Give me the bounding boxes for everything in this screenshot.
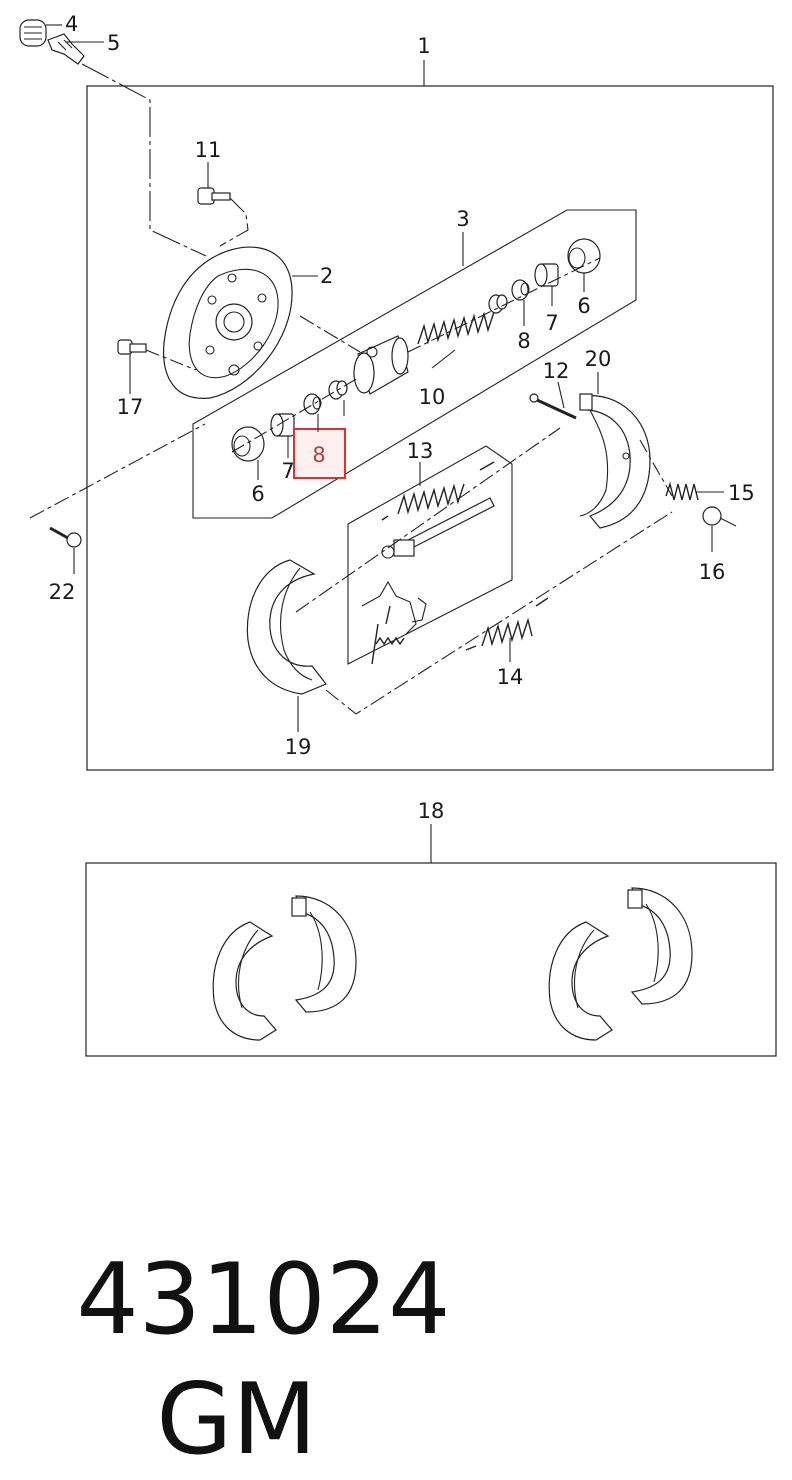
highlight-box — [293, 428, 346, 479]
callout-5: 5 — [107, 31, 120, 55]
bleeder-cap-icon — [19, 19, 47, 47]
callout-11: 11 — [195, 138, 222, 162]
shoe-set-right-icon — [548, 887, 693, 1041]
dust-boot-right-icon — [567, 238, 601, 274]
piston-right-icon — [534, 263, 559, 287]
bolt-icon — [197, 187, 231, 205]
assembly-frame — [86, 85, 774, 771]
callout-2: 2 — [320, 264, 333, 288]
callout-6-right: 6 — [577, 294, 590, 318]
lower-return-spring-icon — [465, 597, 549, 651]
callout-16: 16 — [699, 560, 726, 584]
shoe-set-left-icon — [212, 895, 357, 1041]
adjuster-kit-frame — [347, 445, 513, 665]
brake-shoe-right-icon — [579, 393, 651, 529]
callout-22: 22 — [49, 580, 76, 604]
callout-6-left: 6 — [251, 482, 264, 506]
backing-plate-icon — [163, 246, 293, 399]
callout-20: 20 — [585, 347, 612, 371]
callout-12: 12 — [543, 359, 570, 383]
callout-1: 1 — [417, 34, 430, 58]
brand-name: GM — [156, 1363, 317, 1477]
callout-19: 19 — [285, 735, 312, 759]
exploded-parts-diagram: 1 4 5 11 2 17 3 — [19, 12, 777, 1057]
piston-cup-seal-left-icon — [303, 393, 322, 415]
adjuster-strut-icon — [381, 497, 495, 559]
piston-left-icon — [270, 413, 295, 437]
hold-down-spring-icon — [665, 481, 699, 501]
brake-shoe-left-icon — [246, 559, 327, 695]
callout-18: 18 — [418, 799, 445, 823]
dust-boot-left-icon — [231, 426, 265, 462]
wheel-cylinder-kit-frame — [192, 209, 637, 519]
bleeder-screw-icon — [47, 33, 85, 65]
part-number: 431024 — [76, 1243, 451, 1357]
callout-17: 17 — [117, 395, 144, 419]
callout-14: 14 — [497, 665, 524, 689]
nipple-icon — [117, 339, 147, 355]
wheel-cylinder-icon — [353, 335, 409, 395]
piston-cup-left-icon — [328, 380, 348, 400]
callout-15: 15 — [728, 481, 755, 505]
callout-8-right: 8 — [517, 329, 530, 353]
callout-4: 4 — [65, 12, 78, 36]
adjuster-lever-icon — [361, 580, 427, 665]
callout-3: 3 — [456, 207, 469, 231]
footer-caption: 431024 GM — [14, 1120, 774, 1477]
callout-13: 13 — [407, 439, 434, 463]
callout-7-left: 7 — [281, 459, 294, 483]
screw-icon — [49, 526, 82, 548]
callout-7-right: 7 — [545, 311, 558, 335]
upper-return-spring-icon — [381, 461, 495, 521]
callout-8-highlighted: 8 — [312, 443, 325, 467]
retainer-cup-icon — [702, 506, 737, 527]
piston-cup-right-icon — [488, 294, 508, 314]
callout-10: 10 — [419, 385, 446, 409]
hold-down-pin-icon — [529, 393, 577, 420]
